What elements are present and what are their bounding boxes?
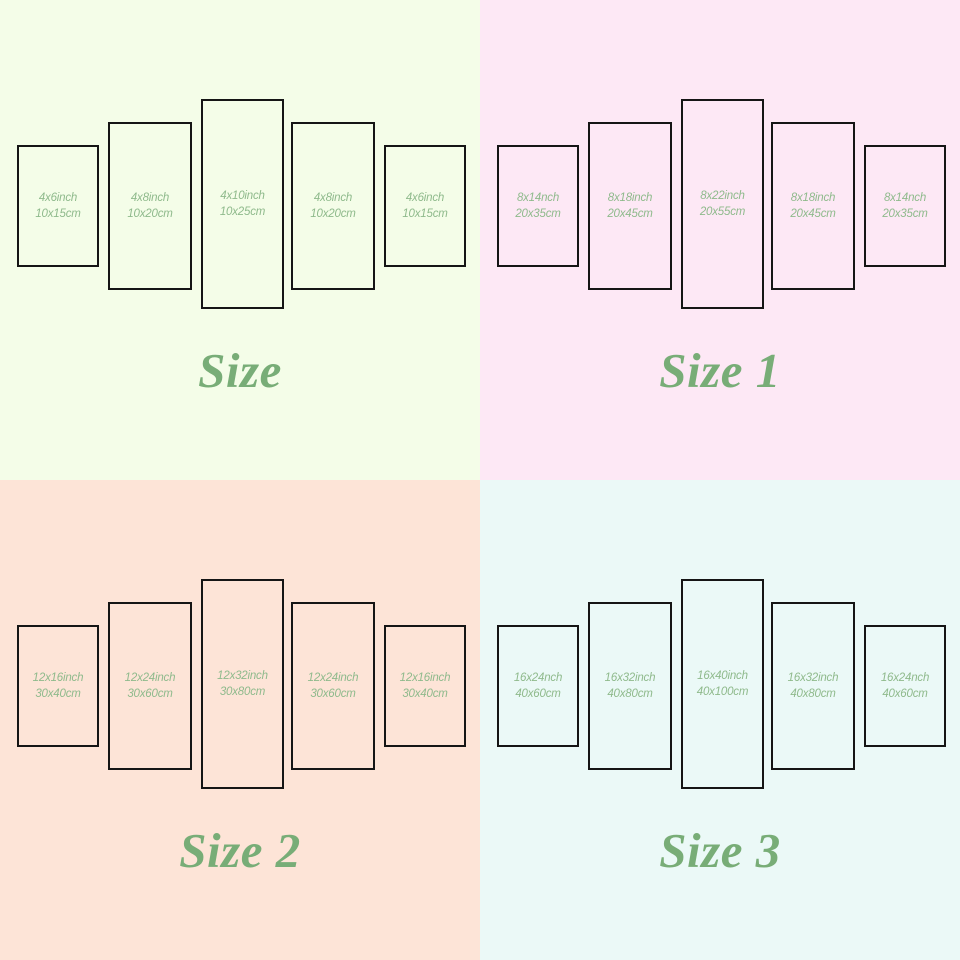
panel-size-inch: 12x32inch — [217, 669, 268, 682]
canvas-panel: 8x18inch 20x45cm — [771, 122, 855, 290]
panel-size-cm: 40x80cm — [790, 688, 836, 700]
panel-size-label: 8x18inch 20x45cm — [607, 190, 652, 223]
panel-size-cm: 30x60cm — [310, 688, 356, 700]
panel-size-label: 12x16inch 30x40cm — [400, 670, 451, 703]
panel-size-inch: 16x24nch — [880, 671, 930, 684]
panel-size-cm: 40x100cm — [696, 686, 749, 698]
panel-size-cm: 20x35cm — [515, 208, 561, 220]
panel-size-label: 16x32inch 40x80cm — [605, 670, 656, 703]
panel-size-inch: 16x32inch — [787, 671, 839, 684]
panel-size-label: 12x24inch 30x60cm — [308, 670, 359, 703]
panel-size-inch: 4x10inch — [220, 189, 265, 202]
panel-size-inch: 4x8inch — [130, 191, 170, 204]
panel-size-inch: 8x14nch — [883, 191, 927, 204]
panel-size-label: 16x24nch 40x60cm — [881, 670, 929, 703]
canvas-panel: 16x32inch 40x80cm — [771, 602, 855, 770]
quadrant-title: Size — [198, 343, 282, 398]
panel-size-label: 16x40inch 40x100cm — [696, 668, 749, 701]
canvas-panel: 4x6inch 10x15cm — [17, 145, 99, 267]
panel-size-label: 16x32inch 40x80cm — [788, 670, 839, 703]
panel-size-inch: 12x16inch — [399, 671, 451, 684]
canvas-panel: 4x10inch 10x25cm — [201, 99, 284, 309]
panel-size-cm: 40x60cm — [882, 688, 928, 700]
panel-size-inch: 8x18inch — [790, 191, 836, 204]
panel-size-label: 12x16inch 30x40cm — [33, 670, 84, 703]
panel-size-cm: 30x80cm — [219, 686, 266, 698]
quadrant-size-1: 8x14nch 20x35cm 8x18inch 20x45cm 8x22inch 20x… — [480, 0, 960, 480]
quadrant-title: Size 2 — [179, 823, 301, 878]
canvas-panel: 12x32inch 30x80cm — [201, 579, 284, 789]
canvas-panel: 16x40inch 40x100cm — [681, 579, 764, 789]
panel-size-inch: 16x24nch — [513, 671, 563, 684]
canvas-panel: 4x6inch 10x15cm — [384, 145, 466, 267]
panel-size-label: 4x10inch 10x25cm — [220, 188, 265, 221]
panel-group: 16x24nch 40x60cm 16x32inch 40x80cm 16x40inch… — [480, 480, 960, 960]
panel-size-inch: 4x6inch — [405, 191, 445, 204]
canvas-panel: 8x22inch 20x55cm — [681, 99, 764, 309]
panel-size-label: 4x6inch 10x15cm — [402, 190, 447, 223]
canvas-panel: 16x24nch 40x60cm — [864, 625, 946, 747]
panel-group: 12x16inch 30x40cm 12x24inch 30x60cm 12x32inc… — [0, 480, 480, 960]
quadrant-size-base: 4x6inch 10x15cm 4x8inch 10x20cm 4x10inch 10x2… — [0, 0, 480, 480]
canvas-panel: 12x24inch 30x60cm — [291, 602, 375, 770]
canvas-panel: 16x24nch 40x60cm — [497, 625, 579, 747]
panel-size-inch: 12x16inch — [32, 671, 84, 684]
panel-size-cm: 30x60cm — [127, 688, 173, 700]
quadrant-size-3: 16x24nch 40x60cm 16x32inch 40x80cm 16x40inch… — [480, 480, 960, 960]
panel-size-cm: 10x20cm — [310, 208, 356, 220]
panel-size-cm: 10x15cm — [35, 208, 81, 220]
quadrant-size-2: 12x16inch 30x40cm 12x24inch 30x60cm 12x32inc… — [0, 480, 480, 960]
panel-size-label: 4x8inch 10x20cm — [310, 190, 355, 223]
canvas-panel: 12x24inch 30x60cm — [108, 602, 192, 770]
panel-size-label: 4x8inch 10x20cm — [127, 190, 172, 223]
panel-size-cm: 10x15cm — [402, 208, 448, 220]
panel-size-inch: 8x18inch — [607, 191, 653, 204]
panel-size-inch: 16x32inch — [604, 671, 656, 684]
panel-size-inch: 16x40inch — [697, 669, 748, 682]
panel-size-label: 12x32inch 30x80cm — [217, 668, 268, 701]
panel-size-cm: 40x60cm — [515, 688, 561, 700]
panel-size-label: 8x14nch 20x35cm — [882, 190, 927, 223]
panel-size-inch: 4x6inch — [38, 191, 78, 204]
panel-size-inch: 4x8inch — [313, 191, 353, 204]
panel-size-label: 8x22inch 20x55cm — [700, 188, 745, 221]
canvas-panel: 12x16inch 30x40cm — [17, 625, 99, 747]
panel-size-cm: 10x20cm — [127, 208, 173, 220]
canvas-panel: 4x8inch 10x20cm — [108, 122, 192, 290]
panel-size-inch: 8x22inch — [700, 189, 745, 202]
panel-size-cm: 20x55cm — [699, 206, 746, 218]
canvas-panel: 8x18inch 20x45cm — [588, 122, 672, 290]
panel-group: 8x14nch 20x35cm 8x18inch 20x45cm 8x22inch 20x… — [480, 0, 960, 480]
panel-size-inch: 8x14nch — [516, 191, 560, 204]
quadrant-title: Size 3 — [659, 823, 781, 878]
canvas-panel: 16x32inch 40x80cm — [588, 602, 672, 770]
panel-size-cm: 30x40cm — [402, 688, 448, 700]
panel-size-inch: 12x24inch — [307, 671, 359, 684]
canvas-panel: 8x14nch 20x35cm — [497, 145, 579, 267]
panel-size-label: 12x24inch 30x60cm — [125, 670, 176, 703]
panel-size-label: 8x18inch 20x45cm — [790, 190, 835, 223]
panel-size-cm: 30x40cm — [35, 688, 81, 700]
canvas-panel: 8x14nch 20x35cm — [864, 145, 946, 267]
panel-size-cm: 20x45cm — [790, 208, 836, 220]
panel-size-cm: 20x35cm — [882, 208, 928, 220]
panel-size-label: 4x6inch 10x15cm — [35, 190, 80, 223]
quadrant-title: Size 1 — [659, 343, 781, 398]
canvas-panel: 12x16inch 30x40cm — [384, 625, 466, 747]
panel-size-cm: 20x45cm — [607, 208, 653, 220]
panel-size-cm: 40x80cm — [607, 688, 653, 700]
panel-size-label: 8x14nch 20x35cm — [515, 190, 560, 223]
canvas-panel: 4x8inch 10x20cm — [291, 122, 375, 290]
panel-size-label: 16x24nch 40x60cm — [514, 670, 562, 703]
panel-size-inch: 12x24inch — [124, 671, 176, 684]
panel-group: 4x6inch 10x15cm 4x8inch 10x20cm 4x10inch 10x2… — [0, 0, 480, 480]
panel-size-cm: 10x25cm — [219, 206, 266, 218]
